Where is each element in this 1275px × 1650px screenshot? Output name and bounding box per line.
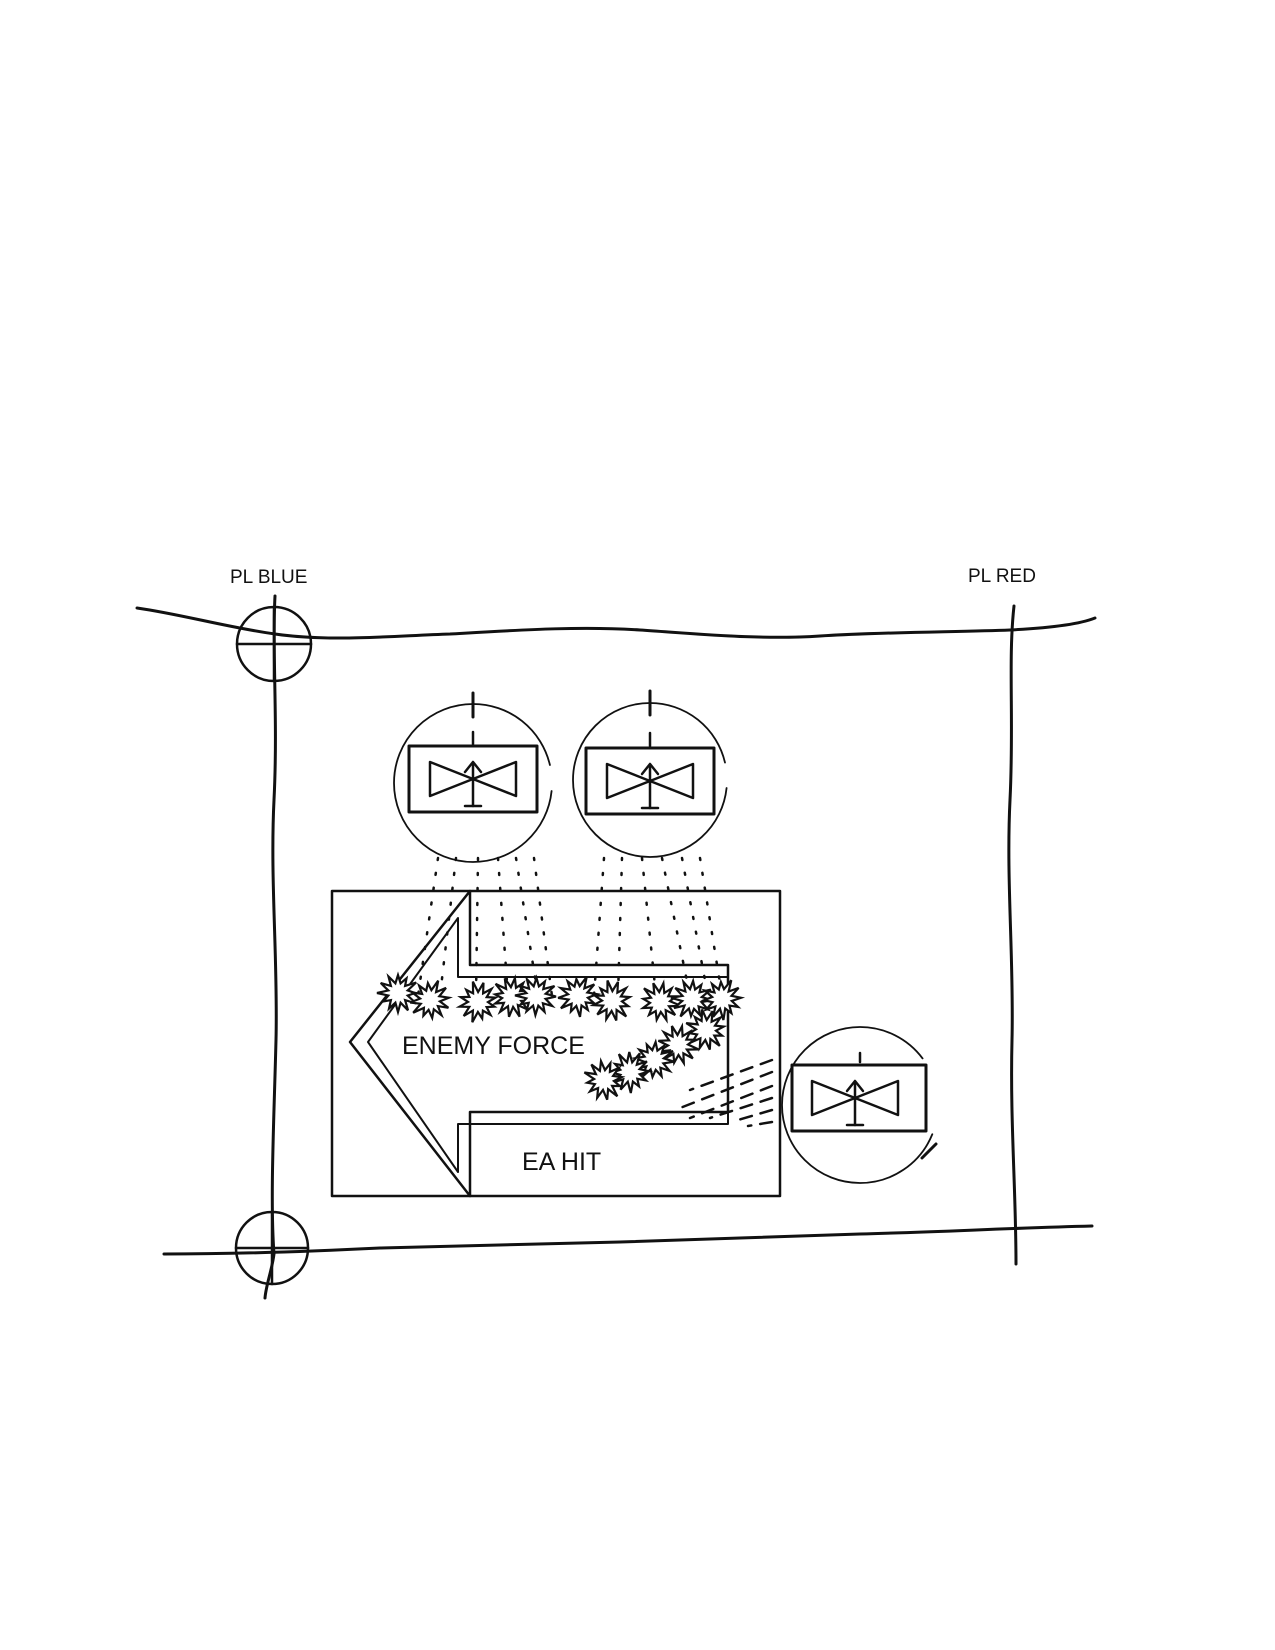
fire-lines-flank [678, 1058, 774, 1128]
engagement-area-label: EA HIT [522, 1148, 601, 1176]
explosion-burst-icon [408, 979, 453, 1022]
enemy-force-label: ENEMY FORCE [402, 1032, 585, 1060]
pl-red-line [1007, 604, 1018, 1266]
explosion-burst-icon [657, 1022, 699, 1068]
boundary-lines [135, 594, 1097, 1300]
pl-blue-line [263, 594, 278, 1300]
explosion-burst-icon [376, 971, 419, 1017]
top-boundary-line [135, 606, 1097, 640]
explosion-burst-icon [455, 981, 500, 1023]
explosion-burst-icon [700, 978, 746, 1021]
pl-red-label: PL RED [968, 566, 1036, 587]
antitank-unit-icon-1 [393, 691, 553, 863]
explosion-burst-icon [583, 1057, 626, 1102]
fire-lines-top [416, 856, 724, 998]
engagement-area-box [330, 889, 782, 1198]
checkpoint-icon-bottom [234, 1210, 310, 1286]
explosion-burst-icon [589, 980, 634, 1023]
explosion-burst-icon [608, 1051, 654, 1094]
explosion-burst-icon [630, 1038, 675, 1081]
pl-blue-label: PL BLUE [230, 567, 307, 588]
explosion-bursts [376, 971, 746, 1102]
echelon-mark-3 [920, 1142, 938, 1160]
checkpoint-icon-top [235, 605, 313, 683]
antitank-unit-icon-2 [572, 689, 728, 858]
antitank-unit-icon-3 [781, 1026, 939, 1184]
explosion-burst-icon [556, 975, 601, 1018]
bottom-boundary-line [162, 1224, 1094, 1256]
enemy-force-arrow [348, 889, 730, 1198]
explosion-burst-icon [514, 974, 557, 1020]
